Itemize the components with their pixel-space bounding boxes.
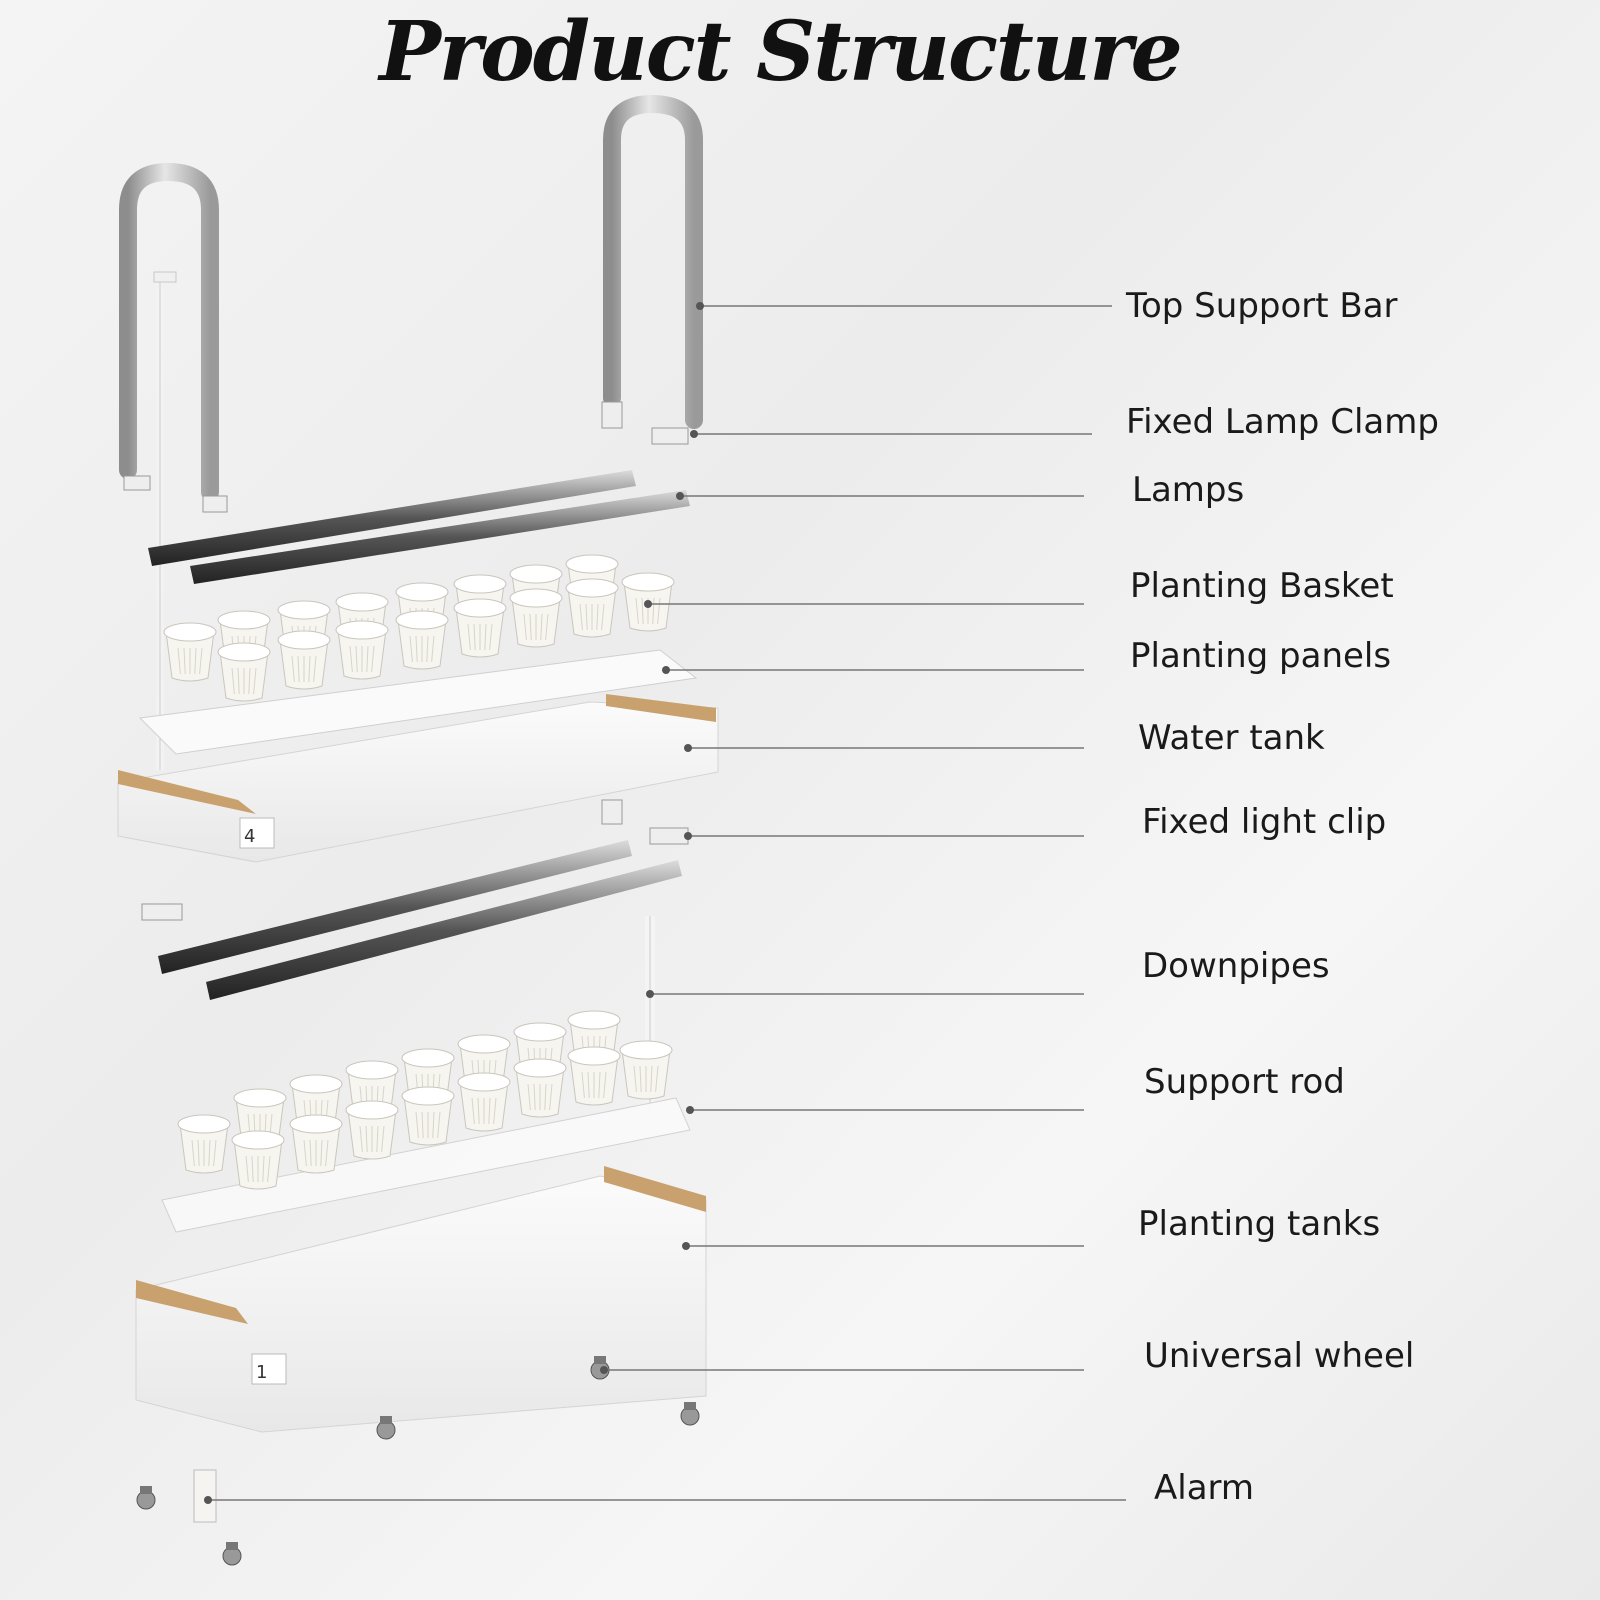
- planting-basket-cup: [565, 578, 619, 638]
- lower-planting-tank-assembly: 1: [135, 1097, 707, 1433]
- fixed-light-clips: [141, 799, 689, 921]
- universal-wheel: [136, 1486, 156, 1510]
- planting-basket-cup: [177, 1114, 231, 1174]
- universal-wheel-leader-dot: [600, 1366, 608, 1374]
- planting-basket-cup: [567, 1046, 621, 1106]
- lamps-label: Lamps: [1132, 470, 1245, 510]
- upper-tank-number: 4: [244, 826, 255, 847]
- fixed-lamp-clamps: [123, 401, 689, 513]
- planting-panels-leader-dot: [662, 666, 670, 674]
- planting-basket-cup: [509, 588, 563, 648]
- fixed-light-clip-label: Fixed light clip: [1142, 802, 1387, 842]
- fixed-light-clip-leader-dot: [684, 832, 692, 840]
- planting-basket-cup: [453, 598, 507, 658]
- planting-basket-cup: [395, 610, 449, 670]
- top-support-bar-label: Top Support Bar: [1126, 286, 1398, 326]
- planting-basket-label: Planting Basket: [1130, 566, 1394, 606]
- planting-basket-cup: [163, 622, 217, 682]
- fixed-lamp-clamp-label: Fixed Lamp Clamp: [1126, 402, 1439, 442]
- universal-wheel-label: Universal wheel: [1144, 1336, 1415, 1376]
- support-rod-leader-dot: [686, 1106, 694, 1114]
- planting-basket-leader-dot: [644, 600, 652, 608]
- planting-panels-label: Planting panels: [1130, 636, 1392, 676]
- planting-basket-cup: [513, 1058, 567, 1118]
- universal-wheel: [376, 1416, 396, 1440]
- downpipes-leader-dot: [646, 990, 654, 998]
- planting-basket-cup: [277, 630, 331, 690]
- planting-basket-cup: [231, 1130, 285, 1190]
- fixed-lamp-clamp-leader-dot: [690, 430, 698, 438]
- alarm-device: [193, 1469, 217, 1523]
- lower-tank-number: 1: [256, 1362, 267, 1383]
- water-tank-label: Water tank: [1138, 718, 1325, 758]
- upper-lamps: [148, 470, 690, 584]
- lamps-leader-dot: [676, 492, 684, 500]
- downpipes-label: Downpipes: [1142, 946, 1330, 986]
- alarm-leader-dot: [204, 1496, 212, 1504]
- planting-basket-cup: [401, 1086, 455, 1146]
- upper-planting-baskets: [163, 554, 675, 702]
- planting-basket-cup: [335, 620, 389, 680]
- right-top-support-bar: [603, 94, 703, 429]
- planting-basket-cup: [217, 642, 271, 702]
- callout-leader-lines: [204, 302, 1126, 1504]
- alarm-label: Alarm: [1154, 1468, 1255, 1508]
- planting-tanks-leader-dot: [682, 1242, 690, 1250]
- top-support-bars: [119, 94, 703, 770]
- planting-tanks-label: Planting tanks: [1138, 1204, 1381, 1244]
- top-support-bar-leader-dot: [696, 302, 704, 310]
- left-top-support-bar: [119, 162, 219, 501]
- water-tank-leader-dot: [684, 744, 692, 752]
- planting-basket-cup: [457, 1072, 511, 1132]
- lower-planting-baskets: [177, 1010, 673, 1190]
- universal-wheel: [222, 1542, 242, 1566]
- upper-water-tank-assembly: 4: [117, 649, 719, 863]
- support-rod-label: Support rod: [1144, 1062, 1345, 1102]
- planting-basket-cup: [345, 1100, 399, 1160]
- planting-basket-cup: [289, 1114, 343, 1174]
- page-title: Product Structure: [379, 4, 1183, 100]
- universal-wheel: [680, 1402, 700, 1426]
- planting-basket-cup: [619, 1040, 673, 1100]
- lower-lamps: [158, 840, 682, 1000]
